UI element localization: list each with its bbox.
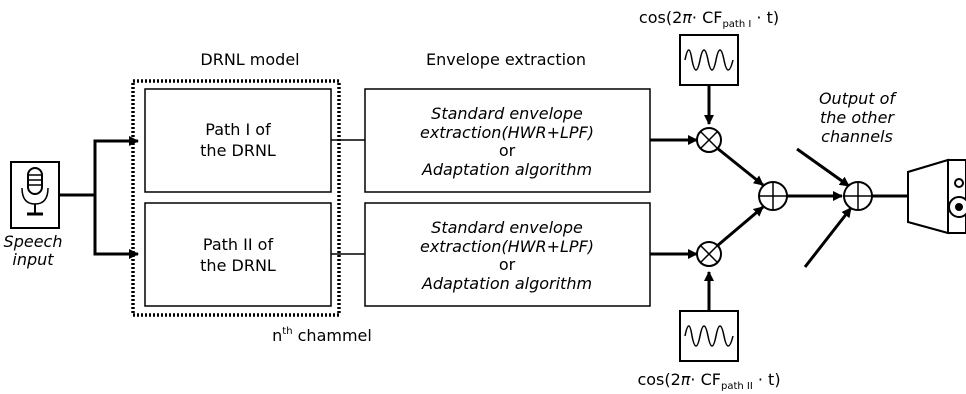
envelope-1-line3: or — [499, 141, 516, 160]
envelope-2-line2: extraction(HWR+LPF) — [420, 237, 594, 256]
speech-input-label-2: input — [12, 250, 54, 269]
other-channels-label-2: the other — [820, 108, 895, 127]
multiply-node — [696, 127, 722, 153]
path2-drnl-box — [144, 202, 332, 307]
carrier-top-label: cos(2π· CFpath I · t) — [639, 8, 779, 30]
envelope-box-1 — [364, 88, 651, 193]
sum-node — [758, 181, 788, 211]
mult1-to-sum-arrow — [716, 146, 764, 187]
multiply-node — [696, 241, 722, 267]
envelope-1-line4: Adaptation algorithm — [421, 160, 592, 179]
envelope-2-line4: Adaptation algorithm — [421, 274, 592, 293]
envelope-1-line2: extraction(HWR+LPF) — [420, 123, 594, 142]
sine-wave-icon — [679, 34, 739, 86]
speech-input-label-1: Speech — [4, 232, 63, 251]
speaker-icon — [907, 158, 966, 235]
envelope-2-line1: Standard envelope — [431, 218, 583, 237]
path1-title-2: the DRNL — [200, 141, 276, 160]
path2-title-1: Path II of — [203, 235, 274, 254]
other-channels-arrow-bottom — [803, 207, 853, 268]
envelope-extraction-heading: Envelope extraction — [426, 50, 586, 69]
carrier-bottom-label: cos(2π· CFpath II · t) — [637, 370, 780, 392]
other-channels-label-1: Output of — [819, 89, 897, 108]
envelope-1-line1: Standard envelope — [431, 104, 583, 123]
other-channels-label-3: channels — [821, 127, 893, 146]
envelope-2-line3: or — [499, 255, 516, 274]
sine-wave-icon — [679, 310, 739, 362]
sum-node — [843, 181, 873, 211]
channel-label: nth chammel — [272, 326, 372, 345]
path2-input-arrow — [93, 195, 139, 259]
microphone-icon — [10, 161, 60, 229]
mult2-to-sum-arrow — [716, 205, 764, 248]
drnl-model-heading: DRNL model — [200, 50, 299, 69]
path1-input-arrow — [59, 136, 139, 197]
path2-title-2: the DRNL — [200, 256, 276, 275]
other-channels-arrow-top — [796, 147, 850, 188]
path1-title-1: Path I of — [205, 120, 271, 139]
